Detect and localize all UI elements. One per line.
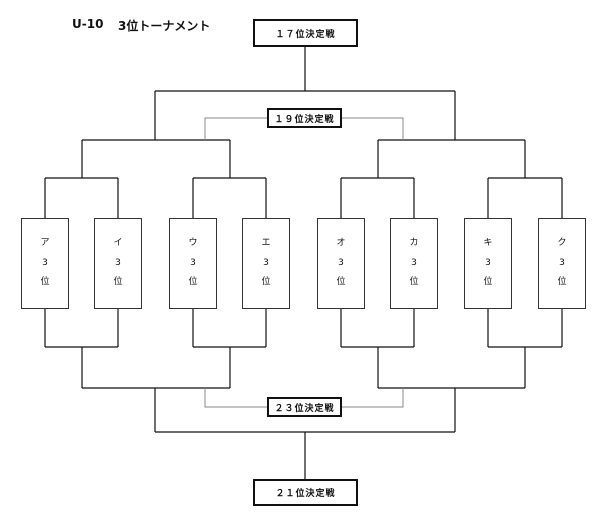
team-rank: 3 [42, 257, 48, 268]
team-group: カ [409, 238, 419, 248]
team-suffix: 位 [336, 277, 346, 287]
team-box: エ 3 位 [242, 218, 290, 309]
category-label: U-10 [72, 17, 104, 31]
team-rank: 3 [190, 257, 196, 268]
match-23rd-place: ２３位決定戦 [267, 397, 342, 417]
team-rank: 3 [115, 257, 121, 268]
team-group: イ [113, 238, 123, 248]
team-rank: 3 [338, 257, 344, 268]
team-group: ク [557, 238, 567, 248]
team-box: ア 3 位 [21, 218, 69, 309]
team-box: ウ 3 位 [169, 218, 217, 309]
team-rank: 3 [263, 257, 269, 268]
team-suffix: 位 [261, 277, 271, 287]
team-suffix: 位 [113, 277, 123, 287]
match-17th-place: １７位決定戦 [253, 19, 358, 47]
team-group: ア [40, 238, 50, 248]
page-title: 3位トーナメント [118, 19, 211, 33]
match-19th-place: １９位決定戦 [267, 108, 342, 128]
team-rank: 3 [411, 257, 417, 268]
team-suffix: 位 [188, 277, 198, 287]
team-box: ク 3 位 [538, 218, 586, 309]
line-23-connector [204, 388, 404, 408]
team-group: エ [261, 238, 271, 248]
team-suffix: 位 [483, 277, 493, 287]
team-suffix: 位 [557, 277, 567, 287]
team-rank: 3 [559, 257, 565, 268]
team-suffix: 位 [40, 277, 50, 287]
team-group: オ [336, 238, 346, 248]
team-box: キ 3 位 [464, 218, 512, 309]
team-suffix: 位 [409, 277, 419, 287]
team-rank: 3 [485, 257, 491, 268]
team-group: キ [483, 238, 493, 248]
team-box: イ 3 位 [94, 218, 142, 309]
team-group: ウ [188, 238, 198, 248]
team-box: カ 3 位 [390, 218, 438, 309]
team-box: オ 3 位 [317, 218, 365, 309]
match-21st-place: ２１位決定戦 [253, 479, 358, 506]
line-19-connector [204, 117, 404, 140]
